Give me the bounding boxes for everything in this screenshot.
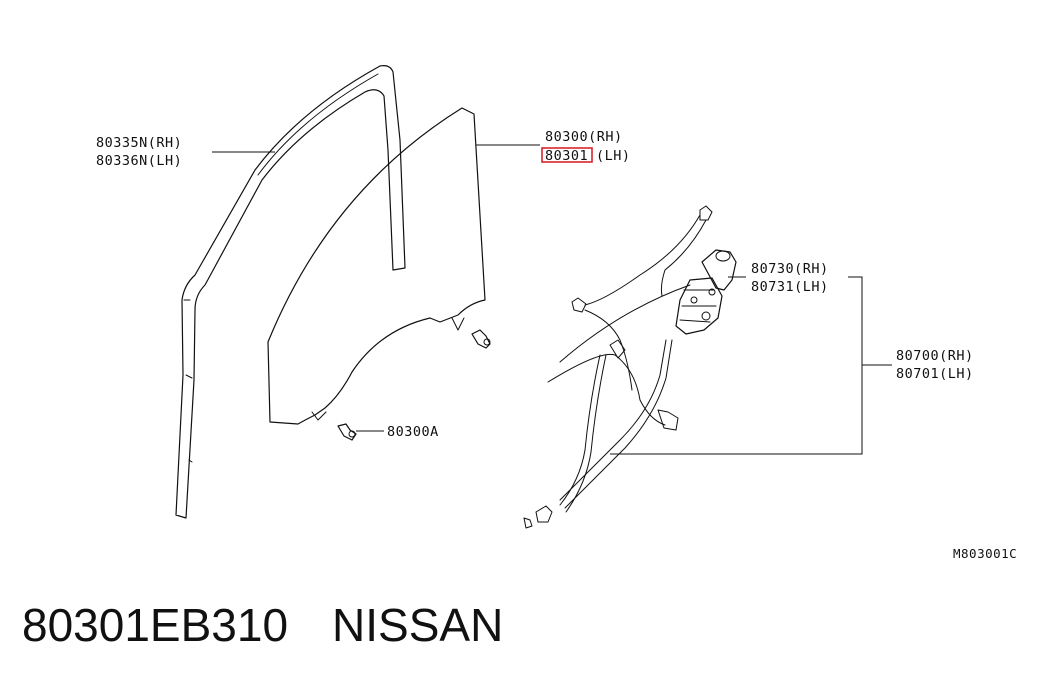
label-glass-lh-number: 80301 (545, 148, 588, 164)
bolt-80300a (337, 423, 357, 441)
brand-name: NISSAN (332, 599, 504, 651)
label-glass-rh: 80300(RH) (545, 129, 623, 145)
label-motor-lh: 80731(LH) (751, 279, 829, 295)
glass-bolt (471, 329, 491, 349)
window-motor (675, 249, 737, 335)
glass-run-seal (175, 65, 406, 519)
label-regulator-rh: 80700(RH) (896, 348, 974, 364)
highlight-box (541, 147, 593, 163)
diagram-code: M803001C (953, 546, 1017, 561)
leader-lines (212, 144, 892, 455)
label-bolt: 80300A (387, 424, 439, 440)
label-regulator-lh: 80701(LH) (896, 366, 974, 382)
label-glass-lh-side: (LH) (596, 148, 631, 164)
part-caption: 80301EB310 NISSAN (22, 598, 503, 652)
part-number: 80301EB310 (22, 599, 289, 651)
label-seal-lh: 80336N(LH) (96, 153, 182, 169)
label-motor-rh: 80730(RH) (751, 261, 829, 277)
window-regulator (523, 205, 713, 529)
label-seal-rh: 80335N(RH) (96, 135, 182, 151)
door-glass (267, 107, 486, 425)
callout-labels: 80335N(RH) 80336N(LH) 80300(RH) 80301 (L… (96, 129, 1017, 561)
